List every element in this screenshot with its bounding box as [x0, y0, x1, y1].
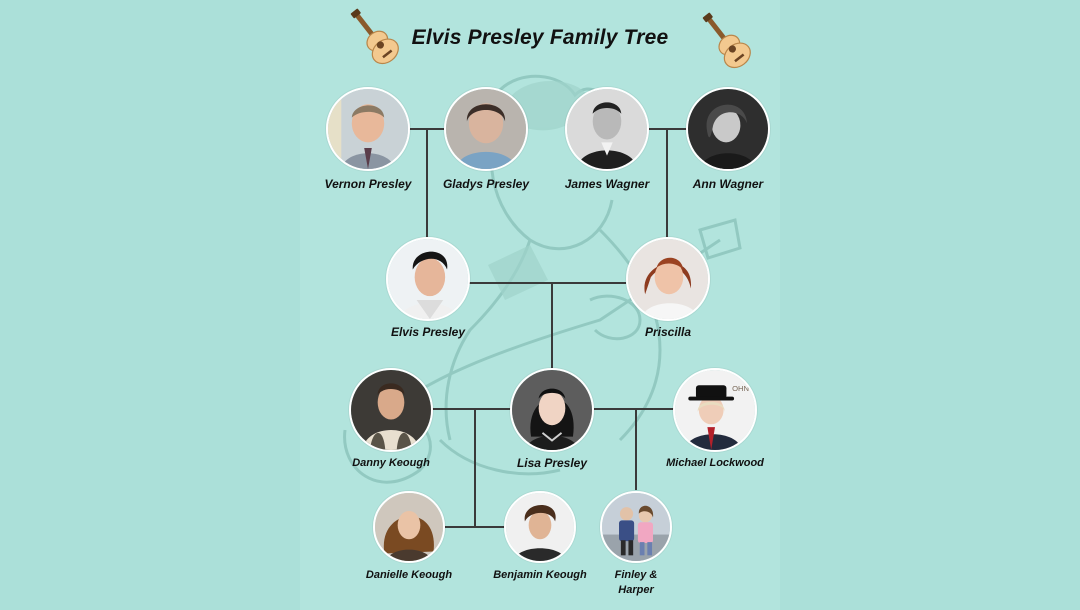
portrait-photo	[686, 87, 770, 171]
person-name: Michael Lockwood	[666, 457, 764, 469]
person-name-line-1: Finley &	[614, 569, 658, 581]
portrait-photo	[565, 87, 649, 171]
portrait-photo	[349, 368, 433, 452]
portrait-photo	[510, 368, 594, 452]
person-name: Danielle Keough	[365, 569, 453, 581]
page-title: Elvis Presley Family Tree	[411, 26, 669, 49]
person-name: Priscilla	[644, 325, 692, 339]
portrait-photo: OHN	[673, 368, 757, 452]
portrait-photo	[444, 87, 528, 171]
person-name-line-2: Harper	[618, 584, 654, 596]
portrait-photo	[600, 491, 672, 563]
person-name: Finley & Harper	[586, 568, 686, 598]
acoustic-guitar-icon	[350, 8, 399, 65]
person-name: Danny Keough	[352, 457, 430, 469]
person-name: Ann Wagner	[692, 177, 764, 191]
person-name: Gladys Presley	[442, 177, 530, 191]
left-margin-band	[0, 0, 300, 610]
person-name: Elvis Presley	[390, 325, 466, 339]
svg-text:OHN: OHN	[732, 384, 749, 393]
portrait-photo	[626, 237, 710, 321]
portrait-photo	[373, 491, 445, 563]
portrait-photo	[326, 87, 410, 171]
person-name: Lisa Presley	[516, 456, 588, 470]
acoustic-guitar-icon	[702, 12, 751, 69]
portrait-photo	[504, 491, 576, 563]
person-name: James Wagner	[564, 177, 650, 191]
person-name: Benjamin Keough	[493, 569, 587, 581]
right-margin-band	[780, 0, 1080, 610]
person-name: Vernon Presley	[324, 177, 412, 191]
portrait-photo	[386, 237, 470, 321]
